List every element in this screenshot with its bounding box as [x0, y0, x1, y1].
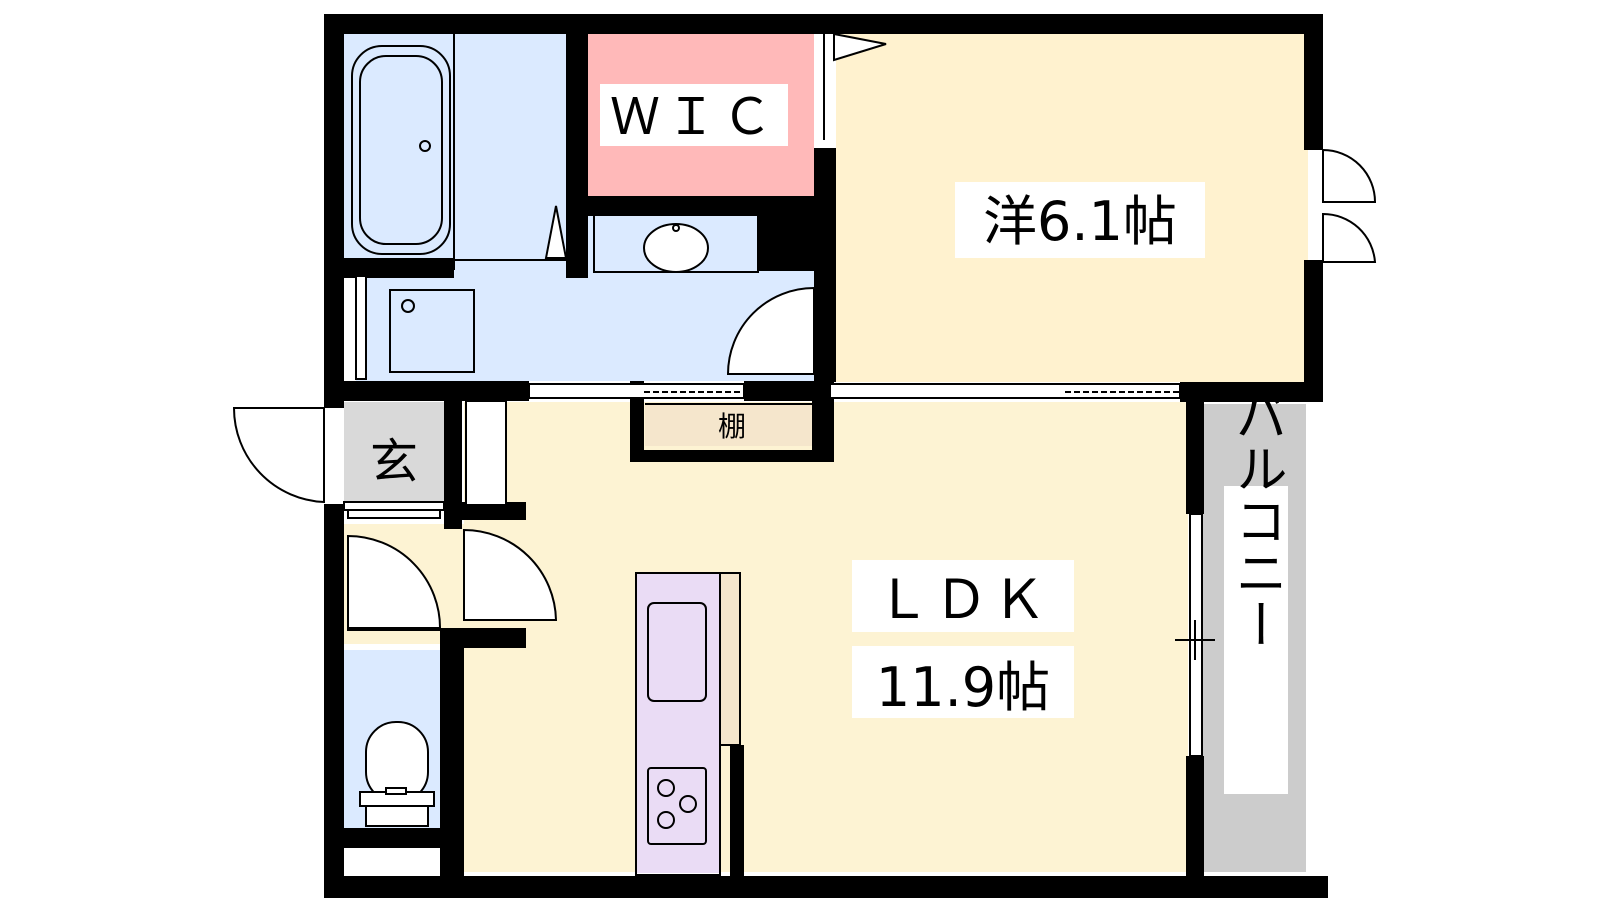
walls: [324, 14, 1328, 898]
kitchen-sink-icon: [647, 602, 707, 702]
ldk-label: ＬＤＫ: [876, 568, 1050, 631]
balcony-label: バルコニー: [1226, 390, 1286, 650]
wash-basin-icon: [593, 216, 759, 273]
ldk-area-label: 11.9帖: [876, 656, 1050, 719]
ldk-area-bg: [852, 646, 1074, 718]
wic-label-bg: [600, 84, 788, 146]
bathtub-icon: [351, 45, 451, 255]
shelf-fill: [645, 404, 813, 446]
bath-curtain-icon: [453, 34, 568, 270]
western-room-label: 洋6.1帖: [983, 190, 1177, 253]
ldk-label-bg: [852, 560, 1074, 632]
entrance-label: 玄: [370, 434, 418, 490]
toilet-icon: [359, 721, 435, 827]
entrance-fill: [344, 402, 444, 508]
entrance-step: [343, 501, 445, 511]
kitchen-counter: [635, 572, 741, 876]
wic-label: ＷＩＣ: [610, 88, 778, 146]
balcony-label-bg: [1224, 486, 1288, 794]
ldk-fill: [464, 402, 1188, 872]
door-swings: [232, 32, 1377, 631]
stove-icon: [647, 767, 707, 845]
washing-machine-icon: [389, 289, 475, 373]
windows: [355, 275, 1203, 757]
western-label-bg: [955, 182, 1205, 258]
shelf-label: 棚: [718, 410, 746, 443]
